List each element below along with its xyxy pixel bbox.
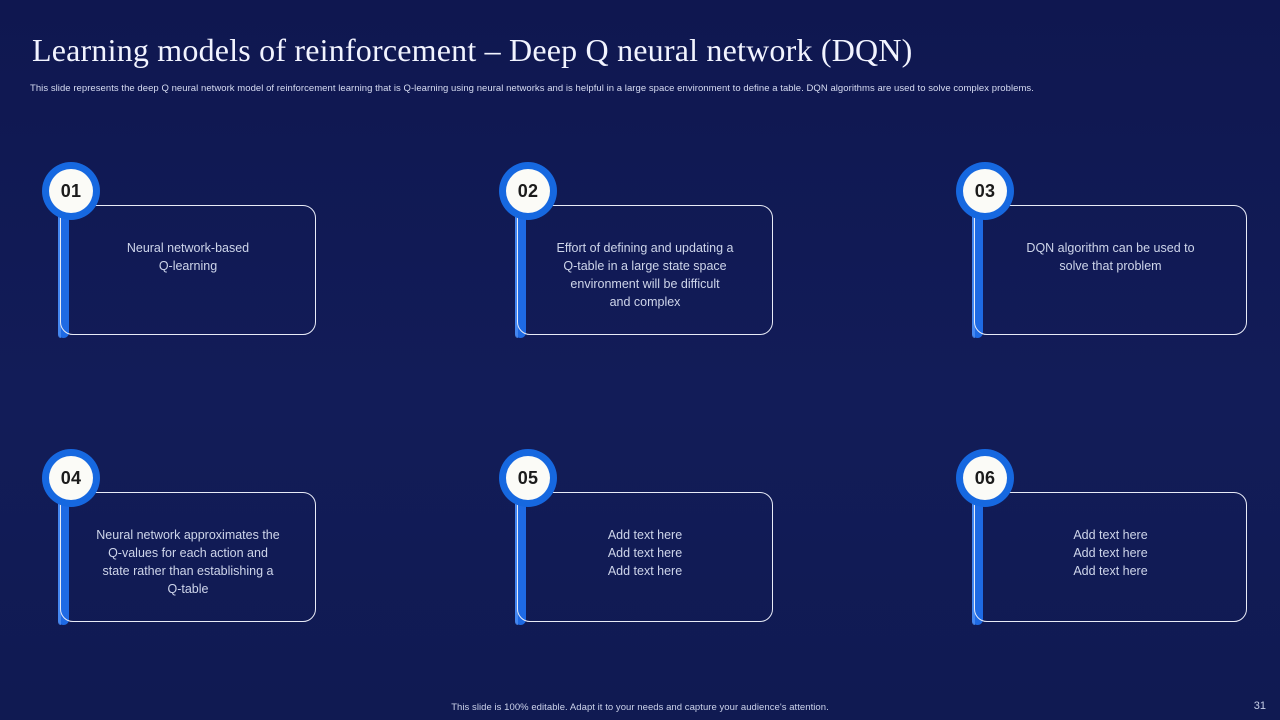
card-text-line: state rather than establishing a [102, 564, 274, 578]
badge-inner-02: 02 [506, 169, 550, 213]
footer-note: This slide is 100% editable. Adapt it to… [451, 702, 829, 713]
card-text-line: Add text here [607, 546, 683, 560]
badge-inner-05: 05 [506, 456, 550, 500]
card-text-line: Effort of defining and updating a [556, 241, 734, 255]
card-text-line: Add text here [607, 564, 683, 578]
badge-number-label: 02 [517, 181, 539, 201]
stem-connector-01 [58, 190, 69, 338]
number-badge-01[interactable]: 01 [42, 162, 100, 220]
card-text-line: Add text here [1073, 564, 1148, 578]
card-text-line: and complex [609, 295, 681, 309]
badge-number-label: 05 [517, 468, 539, 488]
badge-number-label: 04 [60, 468, 82, 488]
card-text-line: Neural network approximates the [96, 528, 280, 542]
card-text-line: Q-learning [158, 259, 218, 273]
stem-connector-04 [58, 477, 69, 625]
card-text-line: Q-values for each action and [108, 546, 268, 560]
stem-connector-05 [515, 477, 526, 625]
stem-connector-06 [972, 477, 983, 625]
card-text-line: Q-table in a large state space [563, 259, 727, 273]
page-title: Learning models of reinforcement – Deep … [32, 32, 913, 68]
card-text-line: solve that problem [1059, 259, 1162, 273]
number-badge-02[interactable]: 02 [499, 162, 557, 220]
card-box-02[interactable]: Effort of defining and updating a Q-table… [517, 205, 773, 335]
badge-inner-04: 04 [49, 456, 93, 500]
card-text-line: Add text here [1073, 528, 1148, 542]
number-badge-03[interactable]: 03 [956, 162, 1014, 220]
number-badge-05[interactable]: 05 [499, 449, 557, 507]
badge-inner-03: 03 [963, 169, 1007, 213]
stem-connector-03 [972, 190, 983, 338]
card-text-line: Add text here [1073, 546, 1148, 560]
badge-number-label: 01 [60, 181, 82, 201]
card-text-line: Q-table [167, 582, 209, 596]
card-text-line: Add text here [607, 528, 683, 542]
card-text-line: Neural network-based [126, 241, 250, 255]
card-text-03: DQN algorithm can be used to solve that p… [975, 239, 1246, 275]
card-03[interactable]: DQN algorithm can be used to solve that p… [956, 160, 1276, 350]
number-badge-06[interactable]: 06 [956, 449, 1014, 507]
stem-connector-02 [515, 190, 526, 338]
badge-inner-01: 01 [49, 169, 93, 213]
card-text-02: Effort of defining and updating a Q-table… [518, 239, 772, 311]
card-02[interactable]: Effort of defining and updating a Q-table… [499, 160, 819, 350]
number-badge-04[interactable]: 04 [42, 449, 100, 507]
badge-inner-06: 06 [963, 456, 1007, 500]
slide-description: This slide represents the deep Q neural … [30, 83, 1034, 94]
card-text-line: DQN algorithm can be used to [1026, 241, 1195, 255]
badge-number-label: 06 [974, 468, 996, 488]
card-box-03[interactable]: DQN algorithm can be used to solve that p… [974, 205, 1247, 335]
badge-number-label: 03 [974, 181, 996, 201]
card-text-line: environment will be difficult [570, 277, 720, 291]
page-number: 31 [1253, 700, 1266, 712]
